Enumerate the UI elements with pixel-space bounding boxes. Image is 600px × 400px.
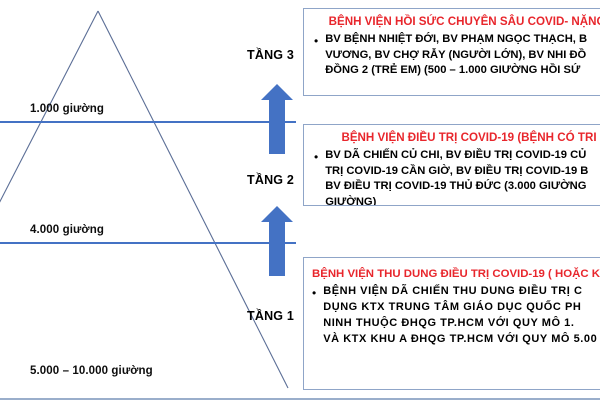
bed-count-label-tier2: 4.000 giường [30,224,104,236]
panel-tier1-body: • BỆNH VIỆN DÃ CHIẾN THU DUNG ĐIỀU TRỊ C… [312,284,600,348]
panel-tier1-bullet-text: BỆNH VIỆN DÃ CHIẾN THU DUNG ĐIỀU TRỊ C D… [323,285,598,346]
tier-label-tang-2: TẦNG 2 [247,173,295,187]
bottom-edge-rule [0,398,600,400]
tier-label-tang-3: TẦNG 3 [247,48,295,62]
bed-count-label-tier3: 1.000 giường [30,103,104,115]
up-arrow-to-tier2 [261,206,293,276]
panel-tier2-heading: BỆNH VIỆN ĐIỀU TRỊ COVID-19 (BỆNH CÓ TRI [341,131,597,144]
up-arrow-to-tier3 [261,84,293,154]
panel-tier3-bullet-text: BV BỆNH NHIỆT ĐỚI, BV PHẠM NGỌC THẠCH, B… [325,33,588,77]
panel-tier3-heading: BỆNH VIỆN HỒI SỨC CHUYÊN SÂU COVID- NẶNG… [328,15,600,28]
panel-tier2: BỆNH VIỆN ĐIỀU TRỊ COVID-19 (BỆNH CÓ TRI… [303,124,600,206]
panel-tier3: BỆNH VIỆN HỒI SỨC CHUYÊN SÂU COVID- NẶNG… [303,8,600,96]
panel-tier1: BỆNH VIỆN THU DUNG ĐIỀU TRỊ COVID-19 ( H… [303,257,600,390]
bullet-icon: • [314,34,319,49]
panel-tier1-heading: BỆNH VIỆN THU DUNG ĐIỀU TRỊ COVID-19 ( H… [312,268,600,280]
tier-label-tang-1: TẦNG 1 [247,309,295,323]
panel-tier2-body: • BV DÃ CHIẾN CỦ CHI, BV ĐIỀU TRỊ COVID-… [312,148,600,206]
panel-tier3-body: • BV BỆNH NHIỆT ĐỚI, BV PHẠM NGỌC THẠCH,… [312,32,600,78]
bullet-icon: • [314,150,319,165]
bullet-icon: • [312,286,317,301]
panel-tier2-bullet-text: BV DÃ CHIẾN CỦ CHI, BV ĐIỀU TRỊ COVID-19… [325,149,589,206]
bed-count-label-tier1: 5.000 – 10.000 giường [30,365,153,377]
pyramid-outline [0,10,289,389]
